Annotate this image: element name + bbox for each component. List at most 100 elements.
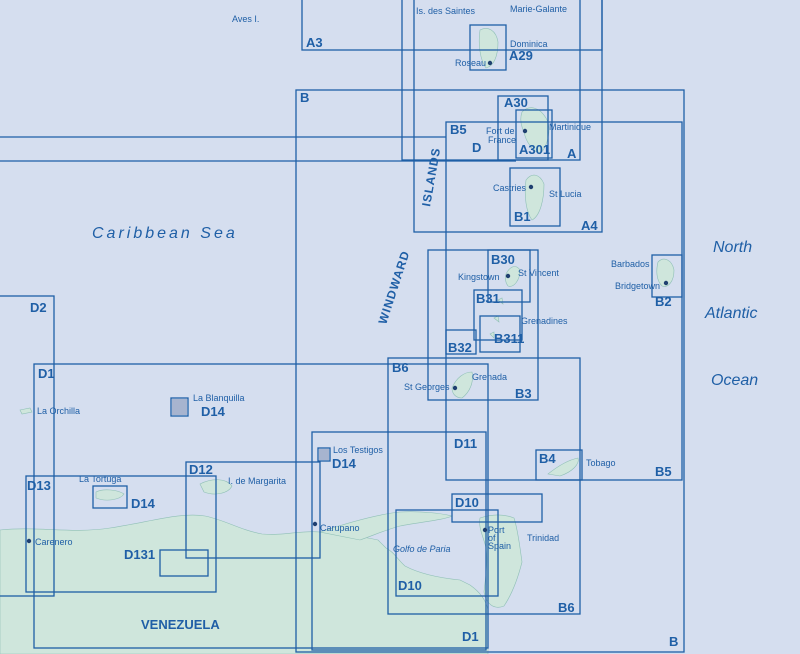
carenero-dot [26, 538, 32, 544]
label-port: Port [488, 525, 505, 535]
chart-d2-rect[interactable] [0, 295, 55, 597]
chart-code-d1[interactable]: D1 [38, 366, 55, 381]
chart-code-b311[interactable]: B311 [494, 331, 524, 346]
chart-b6-rect[interactable] [387, 357, 581, 615]
label-carupano: Carupano [320, 523, 360, 533]
tobago-island [547, 457, 579, 477]
label-grenada: Grenada [472, 372, 507, 382]
chart-code-d14-tortuga[interactable]: D14 [131, 496, 156, 511]
chart-code-b4[interactable]: B4 [539, 451, 556, 466]
label-caribbean-sea: Caribbean Sea [92, 225, 238, 242]
chart-code-d131[interactable]: D131 [124, 547, 155, 562]
chart-code-a4[interactable]: A4 [581, 218, 598, 233]
chart-code-b[interactable]: B [300, 90, 309, 105]
chart-code-b30[interactable]: B30 [491, 252, 515, 267]
chart-a4-rect[interactable] [413, 0, 603, 233]
label-grenadines: Grenadines [521, 316, 568, 326]
chart-d10-lower-rect[interactable] [395, 509, 499, 597]
label-dominica: Dominica [510, 39, 548, 49]
label-aves: Aves I. [232, 14, 259, 24]
chart-code-b5[interactable]: B5 [450, 122, 467, 137]
st-vincent-island [505, 266, 521, 287]
port-of-spain-dot [482, 527, 488, 533]
town-markers [26, 60, 669, 544]
chart-b31-rect[interactable] [473, 289, 523, 341]
chart-code-d11[interactable]: D11 [454, 436, 477, 451]
chart-d13-rect[interactable] [25, 475, 217, 593]
label-fort-de: Fort de [486, 126, 515, 136]
chart-code-a30[interactable]: A30 [504, 95, 528, 110]
label-la-orchilla: La Orchilla [37, 406, 80, 416]
chart-code-b5-corner[interactable]: B5 [655, 464, 672, 479]
chart-d131-rect[interactable] [159, 549, 209, 577]
chart-code-d1-corner[interactable]: D1 [462, 629, 479, 644]
chart-b-rect[interactable] [295, 89, 685, 653]
label-spain: Spain [488, 541, 511, 551]
chart-a30-rect[interactable] [497, 95, 549, 161]
chart-b32-rect[interactable] [445, 329, 477, 355]
roseau-dot [487, 60, 493, 66]
chart-code-a3[interactable]: A3 [306, 35, 323, 50]
chart-d14-tortuga-rect[interactable] [92, 485, 128, 509]
chart-code-d10[interactable]: D10 [455, 495, 479, 510]
chart-code-d12[interactable]: D12 [189, 462, 213, 477]
kingstown-dot [505, 273, 511, 279]
label-marie-galante: Marie-Galante [510, 4, 567, 14]
chart-d1-rect[interactable] [33, 363, 489, 649]
chart-code-b3[interactable]: B3 [515, 386, 532, 401]
label-los-testigos: Los Testigos [333, 445, 383, 455]
chart-code-d10-lower[interactable]: D10 [398, 578, 422, 593]
chart-code-b32[interactable]: B32 [448, 340, 472, 355]
label-atlantic: Atlantic [704, 305, 757, 322]
barbados-island [656, 258, 675, 287]
label-barbados: Barbados [611, 259, 650, 269]
chart-b1-rect[interactable] [509, 167, 561, 227]
chart-code-a301[interactable]: A301 [519, 142, 550, 157]
chart-b3-rect[interactable] [427, 249, 539, 401]
chart-code-b1[interactable]: B1 [514, 209, 531, 224]
grenadines-islands [489, 297, 504, 339]
chart-codes: A3 A29 A30 A301 A A4 B B B5 B5 D B1 B2 B… [27, 35, 678, 649]
label-la-tortuga: La Tortuga [79, 474, 121, 484]
chart-code-a[interactable]: A [567, 146, 577, 161]
label-margarita: I. de Margarita [228, 476, 286, 486]
chart-d11-rect[interactable] [311, 431, 487, 651]
chart-b311-rect[interactable] [479, 315, 521, 353]
label-venezuela: VENEZUELA [141, 617, 220, 632]
chart-code-d13[interactable]: D13 [27, 478, 51, 493]
chart-code-d14-blanquilla[interactable]: D14 [201, 404, 226, 419]
la-tortuga-island [95, 489, 125, 501]
chart-code-d[interactable]: D [472, 140, 481, 155]
label-la-blanquilla: La Blanquilla [193, 393, 245, 403]
chart-code-b6[interactable]: B6 [392, 360, 409, 375]
chart-b30-rect[interactable] [487, 249, 531, 303]
dominica-island [478, 28, 499, 69]
chart-a-rect[interactable] [401, 0, 581, 161]
chart-d10-rect[interactable] [451, 493, 543, 523]
label-north: North [713, 239, 752, 256]
chart-d12-rect[interactable] [185, 461, 321, 559]
chart-code-b31[interactable]: B31 [476, 291, 500, 306]
chart-code-b6-corner[interactable]: B6 [558, 600, 575, 615]
carupano-dot [312, 521, 318, 527]
label-gulf-of-paria: Golfo de Paria [393, 544, 451, 554]
chart-code-d2[interactable]: D2 [30, 300, 47, 315]
chart-a29-rect[interactable] [469, 24, 507, 71]
chart-b4-rect[interactable] [535, 449, 583, 481]
label-st-vincent: St Vincent [518, 268, 559, 278]
chart-d14-testigos-rect[interactable] [317, 447, 331, 462]
chart-b2-rect[interactable] [651, 254, 683, 298]
la-orchilla-island [19, 407, 33, 415]
chart-code-b2[interactable]: B2 [655, 294, 672, 309]
testigos-inset-fill [319, 449, 329, 460]
chart-code-a29[interactable]: A29 [509, 48, 533, 63]
chart-code-d14-testigos[interactable]: D14 [332, 456, 357, 471]
label-ocean: Ocean [711, 372, 758, 389]
chart-code-b-corner[interactable]: B [669, 634, 678, 649]
label-st-lucia: St Lucia [549, 189, 582, 199]
label-bridgetown: Bridgetown [615, 281, 660, 291]
label-st-georges: St Georges [404, 382, 450, 392]
chart-a301-rect[interactable] [515, 109, 553, 159]
label-martinique: Martinique [549, 122, 591, 132]
chart-d14-blanquilla-rect[interactable] [170, 397, 189, 417]
